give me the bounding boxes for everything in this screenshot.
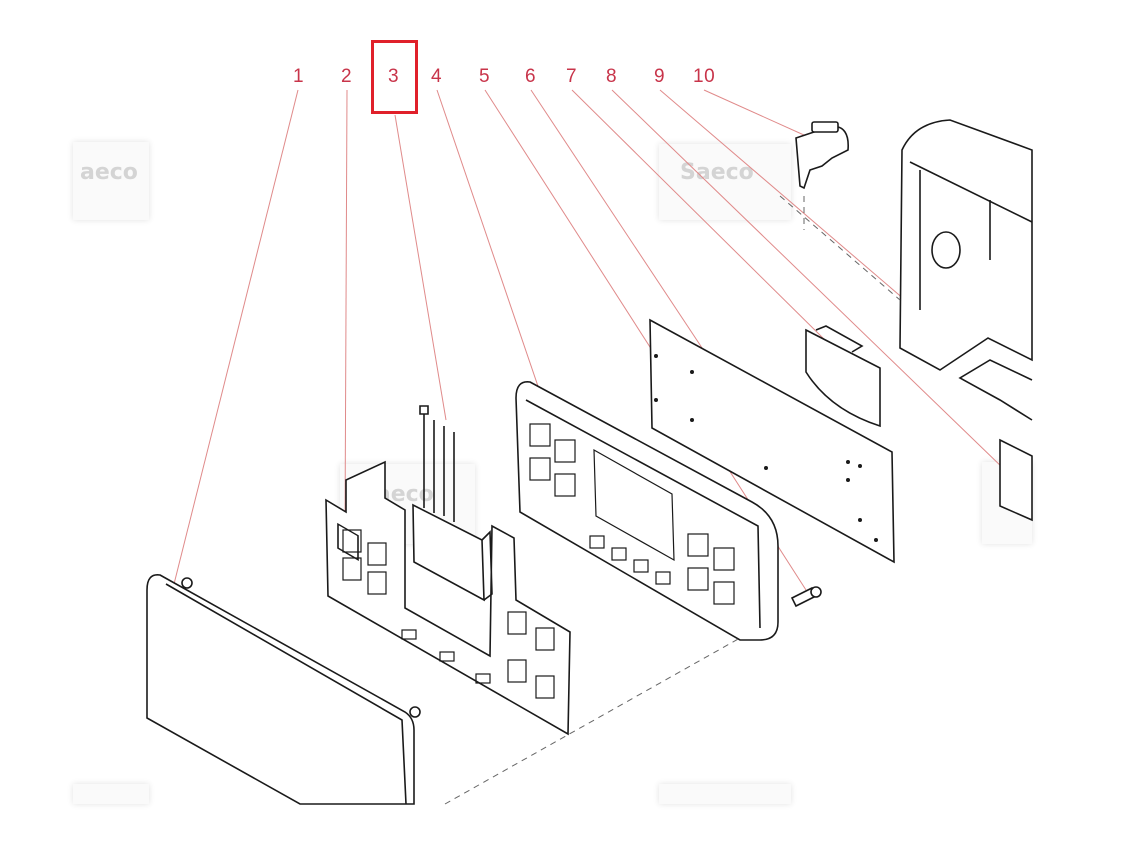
part-number-10: 10 bbox=[693, 66, 716, 87]
part-number-6: 6 bbox=[525, 66, 537, 87]
assembly-line bbox=[444, 195, 901, 805]
part-number-3: 3 bbox=[388, 66, 400, 87]
part-number-1: 1 bbox=[293, 66, 305, 87]
part-number-7: 7 bbox=[566, 66, 578, 87]
watermark-box bbox=[73, 784, 149, 804]
part-number-4: 4 bbox=[431, 66, 443, 87]
part-number-8: 8 bbox=[606, 66, 618, 87]
watermark-logo: Saeco bbox=[680, 160, 754, 185]
watermark-logo: aeco bbox=[80, 160, 138, 185]
part-number-2: 2 bbox=[341, 66, 353, 87]
part-number-9: 9 bbox=[654, 66, 666, 87]
highlight-box-part-3 bbox=[371, 40, 418, 114]
watermark-box bbox=[73, 142, 149, 220]
leader-lines bbox=[171, 89, 1006, 593]
watermark-box bbox=[659, 784, 791, 804]
parts bbox=[146, 119, 1033, 805]
part-number-5: 5 bbox=[479, 66, 491, 87]
